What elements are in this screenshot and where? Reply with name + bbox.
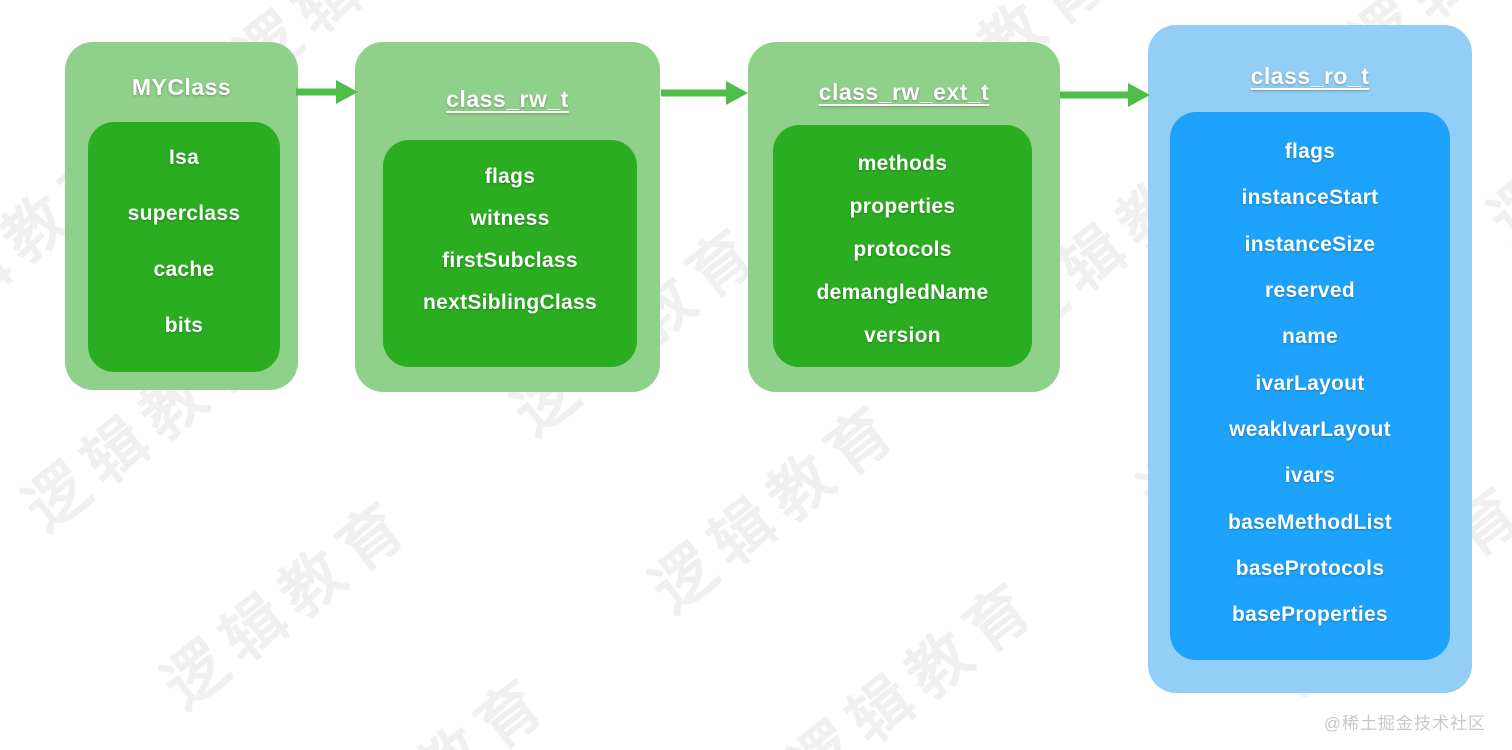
node-title-class-rw-ext-t: class_rw_ext_t: [818, 79, 990, 105]
field-label: weakIvarLayout: [1229, 417, 1391, 441]
field-label: instanceStart: [1241, 186, 1379, 210]
field-label: baseMethodList: [1227, 510, 1393, 534]
field-label: baseProtocols: [1235, 556, 1385, 580]
field-label: protocols: [853, 237, 952, 261]
arrow-right-icon: [661, 81, 748, 105]
field-label: flags: [1284, 140, 1336, 164]
field-label: demangledName: [816, 280, 989, 304]
field-label: witness: [470, 207, 550, 230]
field-label: reserved: [1265, 279, 1355, 303]
node-fields-class-rw-t: flags witness firstSubclass nextSiblingClas…: [383, 140, 637, 367]
field-label: methods: [857, 151, 948, 175]
node-title-class-ro-t: class_ro_t: [1250, 63, 1370, 89]
field-label: baseProperties: [1232, 603, 1388, 627]
field-label: Isa: [168, 146, 200, 169]
field-label: nextSiblingClass: [422, 291, 597, 314]
field-label: properties: [849, 194, 956, 218]
field-label: flags: [484, 165, 536, 188]
arrow-right-icon: [296, 80, 358, 104]
field-label: bits: [164, 314, 204, 337]
field-label: superclass: [127, 202, 241, 225]
node-class-rw-t: class_rw_t flags witness firstSubclass next…: [355, 42, 660, 392]
field-label: ivarLayout: [1255, 371, 1365, 395]
field-label: ivars: [1284, 464, 1336, 488]
field-label: version: [864, 323, 941, 347]
node-class-ro-t: class_ro_t flags instanceStart instanceSiz…: [1148, 25, 1472, 693]
node-title-class-rw-t: class_rw_t: [446, 86, 569, 112]
arrow-right-icon: [1060, 83, 1150, 107]
node-title-myclass: MYClass: [131, 74, 232, 100]
field-label: instanceSize: [1244, 232, 1376, 256]
node-fields-myclass: Isa superclass cache bits: [88, 122, 280, 372]
node-fields-class-rw-ext-t: methods properties protocols demangledName v…: [773, 125, 1032, 367]
field-label: name: [1281, 325, 1339, 349]
community-credit: @稀土掘金技术社区: [1323, 714, 1486, 733]
field-label: cache: [153, 258, 215, 281]
node-fields-class-ro-t: flags instanceStart instanceSize reserved na…: [1170, 112, 1450, 660]
node-class-rw-ext-t: class_rw_ext_t methods properties protocol…: [748, 42, 1060, 392]
field-label: firstSubclass: [442, 249, 578, 272]
node-myclass: MYClass Isa superclass cache bits: [65, 42, 298, 390]
